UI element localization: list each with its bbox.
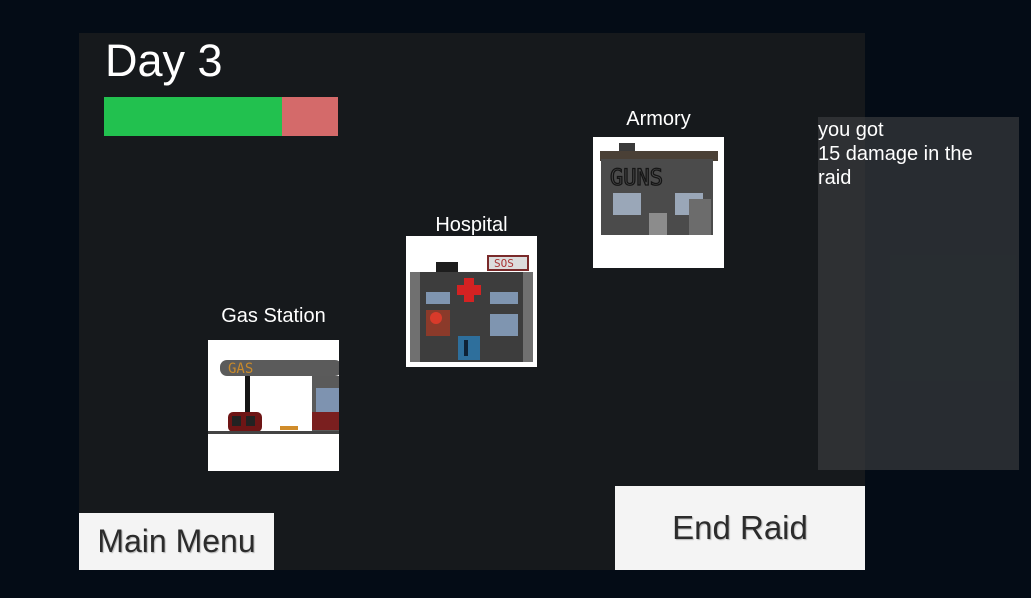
svg-text:SOS: SOS (494, 257, 514, 270)
svg-text:GAS: GAS (228, 361, 253, 377)
day-counter: Day 3 (105, 35, 223, 86)
health-bar-fill (104, 97, 282, 136)
location-label-gas-station: Gas Station (221, 305, 326, 327)
end-raid-button[interactable]: End Raid (615, 486, 865, 570)
armory-icon: GUNS (593, 137, 724, 268)
hospital-icon: SOS (406, 236, 537, 367)
health-bar (104, 97, 338, 136)
main-menu-button[interactable]: Main Menu (79, 513, 274, 570)
location-armory[interactable]: GUNS (593, 137, 724, 268)
location-label-armory: Armory (626, 108, 691, 130)
location-hospital[interactable]: SOS (406, 236, 537, 367)
raid-log-panel: you got 15 damage in the raid (818, 117, 1019, 470)
location-gas-station[interactable]: GAS (208, 340, 339, 471)
gas-station-icon: GAS (208, 340, 339, 471)
raid-log-message: you got 15 damage in the raid (818, 119, 973, 189)
svg-text:GUNS: GUNS (610, 166, 663, 191)
location-label-hospital: Hospital (435, 214, 508, 236)
